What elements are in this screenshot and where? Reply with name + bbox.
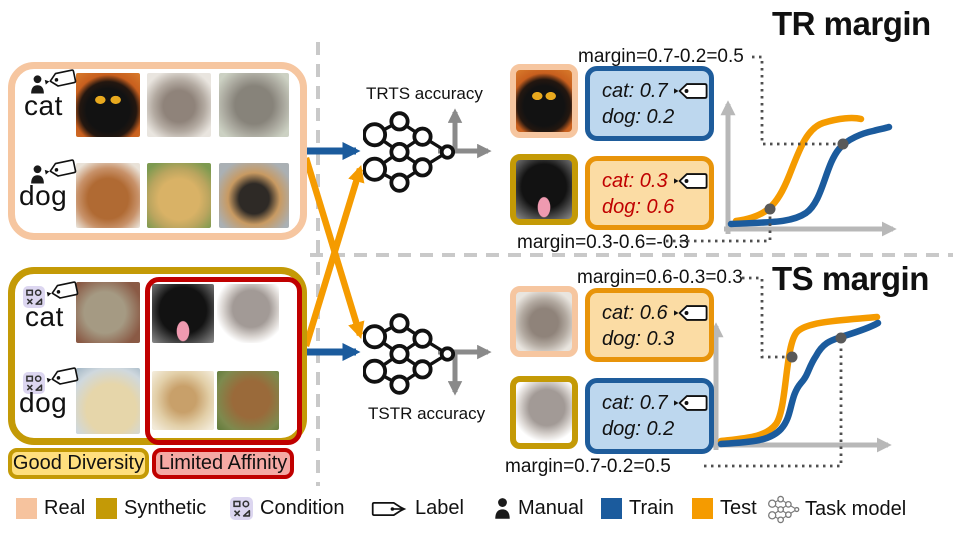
legend-real-label: Real <box>44 497 86 519</box>
ts-synthetic-dog-score: dog: 0.2 <box>602 418 675 441</box>
tr-synthetic-test-photo <box>510 154 578 225</box>
legend-item-condition: Condition <box>230 497 345 520</box>
tr-synthetic-cat-score: cat: 0.3 <box>602 170 668 192</box>
ts-real-test-photo <box>510 286 578 357</box>
legend-item-label: Label <box>370 497 464 520</box>
real-cat-photo-2 <box>147 73 211 137</box>
tr-margin-chart <box>666 55 897 243</box>
tr-test-curve <box>732 114 865 225</box>
tr-real-test-photo <box>510 64 578 138</box>
real-dog-photo-3 <box>219 163 289 228</box>
legend-item-train: Train <box>601 497 674 520</box>
limited-affinity-region <box>145 277 302 445</box>
test-swatch <box>692 498 713 519</box>
label-tag-icon <box>370 498 408 520</box>
limited-affinity-label: Limited Affinity <box>158 452 288 474</box>
ts-bottom-margin-text: margin=0.7-0.2=0.5 <box>505 456 671 477</box>
ts-bottom-dotted-connector <box>704 345 843 468</box>
task-model-icon <box>363 106 459 203</box>
legend-item-synthetic: Synthetic <box>96 497 206 520</box>
ts-margin-title: TS margin <box>772 260 929 297</box>
label-tag-icon <box>673 394 709 412</box>
synthetic-offclass-photo-mouse <box>217 284 279 343</box>
real-data-panel <box>8 62 307 240</box>
ts-real-prediction-box: cat: 0.6 dog: 0.3 <box>585 288 714 362</box>
tr-synthetic-prediction-box: cat: 0.3 dog: 0.6 <box>585 156 714 230</box>
synthetic-offclass-photo-black-dog <box>152 284 214 343</box>
synthetic-dog-photo <box>76 368 140 434</box>
train-swatch <box>601 498 622 519</box>
ts-train-marked-point <box>835 332 847 344</box>
real-cat-class-label: cat <box>24 90 63 121</box>
real-dog-photo-2 <box>147 163 211 228</box>
legend-item-test: Test <box>692 497 757 520</box>
tr-test-marked-point <box>764 203 776 215</box>
real-dog-class-label: dog <box>19 180 68 211</box>
synthetic-cat-class-label: cat <box>25 301 64 332</box>
synthetic-offclass-photo-kitten-face <box>152 371 214 430</box>
tr-real-prediction-box: cat: 0.7 dog: 0.2 <box>585 66 714 141</box>
legend-manual-label: Manual <box>518 497 584 519</box>
real-cat-photo-3 <box>219 73 289 137</box>
legend-item-manual: Manual <box>494 497 584 520</box>
ts-synthetic-cat-score: cat: 0.7 <box>602 392 668 414</box>
real-cat-photo-1 <box>76 73 140 137</box>
ts-synthetic-test-photo <box>510 376 578 449</box>
legend-item-task-model: Task model <box>768 494 906 525</box>
tr-bottom-margin-text: margin=0.3-0.6=-0.3 <box>517 232 690 253</box>
ts-top-margin-text: margin=0.6-0.3=0.3 <box>577 267 743 288</box>
tr-synthetic-dog-score: dog: 0.6 <box>602 196 675 219</box>
legend-train-label: Train <box>629 497 674 519</box>
tr-margin-title: TR margin <box>772 5 931 42</box>
legend-item-real: Real <box>16 497 85 520</box>
real-swatch <box>16 498 37 519</box>
condition-icon <box>230 497 253 520</box>
task-model-icon <box>768 494 801 525</box>
tr-train-marked-point <box>837 138 849 150</box>
tr-real-cat-score: cat: 0.7 <box>602 80 668 102</box>
condition-icon <box>23 286 45 308</box>
synthetic-offclass-photo-squirrel <box>217 371 279 430</box>
ts-synthetic-prediction-box: cat: 0.7 dog: 0.2 <box>585 378 714 454</box>
test-arrow-synthetic-to-top-model <box>302 164 365 347</box>
tr-train-curve <box>727 123 893 228</box>
ts-real-cat-score: cat: 0.6 <box>602 302 668 324</box>
legend-synthetic-label: Synthetic <box>124 497 207 519</box>
legend-condition-label: Condition <box>260 497 345 519</box>
synthetic-swatch <box>96 498 117 519</box>
ts-test-curve <box>717 313 881 445</box>
ts-margin-chart <box>704 276 892 468</box>
trts-accuracy-label: TRTS accuracy <box>366 84 483 103</box>
synthetic-cat-photo <box>76 282 140 343</box>
synthetic-dog-class-label: dog <box>19 387 68 418</box>
legend-label-label: Label <box>415 497 464 519</box>
label-tag-icon <box>673 304 709 322</box>
good-diversity-label: Good Diversity <box>12 452 145 474</box>
tr-top-dotted-connector <box>752 55 836 146</box>
ts-train-curve <box>717 319 882 448</box>
limited-affinity-badge: Limited Affinity <box>152 448 294 479</box>
legend-test-label: Test <box>720 497 757 519</box>
good-diversity-badge: Good Diversity <box>8 448 149 479</box>
task-model-icon <box>363 308 459 405</box>
real-dog-photo-1 <box>76 163 140 228</box>
label-tag-icon <box>673 172 709 190</box>
tr-real-dog-score: dog: 0.2 <box>602 106 675 129</box>
ts-test-marked-point <box>786 351 798 363</box>
tr-top-margin-text: margin=0.7-0.2=0.5 <box>578 46 744 67</box>
ts-real-dog-score: dog: 0.3 <box>602 328 675 351</box>
label-tag-icon <box>673 82 709 100</box>
tstr-accuracy-label: TSTR accuracy <box>368 404 486 423</box>
condition-icon <box>23 372 45 394</box>
person-icon <box>494 497 511 520</box>
legend-task-model-label: Task model <box>805 498 907 520</box>
